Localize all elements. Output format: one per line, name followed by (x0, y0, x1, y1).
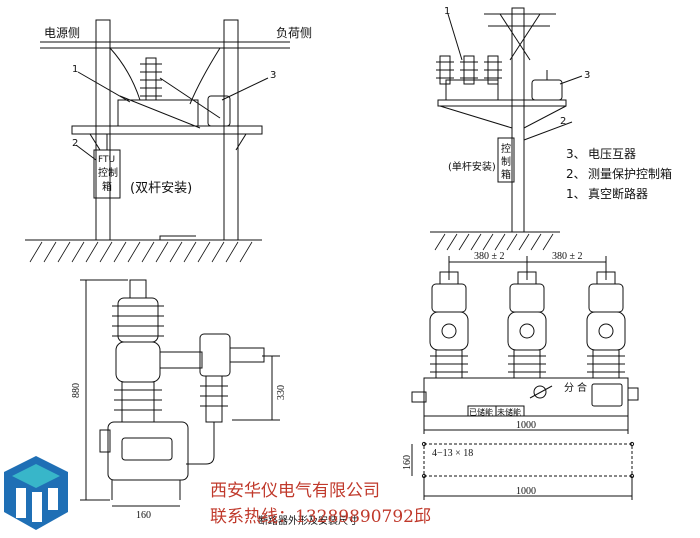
legend-3-text: 电压互器 (588, 147, 636, 161)
left-pole (95, 19, 111, 241)
stored-label: 已储能 (469, 407, 493, 417)
watermark-hotline: 联系热线：13289890792邱 (210, 507, 431, 527)
company-logo (4, 456, 68, 530)
right-pole (223, 19, 239, 241)
callout-3: 3 (270, 70, 276, 81)
close-label: 合 (577, 381, 587, 394)
insulator-stack (140, 57, 162, 101)
spacing-left-dim: 380 ± 2 (474, 251, 505, 262)
single-pole-label: (单杆安装) (448, 160, 496, 173)
legend-1-num: 1、 (566, 187, 586, 201)
control-box-line1: 控 (501, 142, 511, 155)
legend-2-text: 测量保护控制箱 (588, 166, 672, 181)
callout-1: 1 (72, 64, 78, 75)
crossarm-right (437, 99, 567, 107)
single-pole-installation (430, 7, 583, 251)
arm-dim: 330 (276, 385, 287, 400)
pole-a (429, 271, 469, 379)
base-dim: 160 (136, 510, 151, 521)
source-side-label: 电源侧 (44, 26, 80, 40)
crossarm (71, 125, 263, 135)
breaker-body-right (445, 79, 499, 101)
legend-2-num: 2、 (566, 167, 586, 181)
mechanism-box (107, 421, 189, 481)
height-dim: 880 (71, 383, 82, 398)
width-dim: 1000 (516, 420, 536, 431)
control-box-right (497, 137, 515, 183)
control-box-line3: 箱 (501, 168, 511, 181)
unstored-label: 未储能 (497, 407, 521, 417)
ground-hatch (29, 241, 253, 263)
ftu-box-line2: 控制 (98, 166, 118, 179)
breaker-body (117, 99, 199, 127)
callout-3-right: 3 (584, 70, 590, 81)
ftu-box-line1: FTU (98, 155, 115, 165)
legend-3-num: 3、 (566, 147, 586, 161)
plan-depth-dim: 160 (402, 455, 413, 470)
pole-b (507, 271, 547, 379)
callout-2-right: 2 (560, 116, 566, 127)
load-side-label: 负荷侧 (276, 26, 312, 40)
plan-width-dim: 1000 (516, 486, 536, 497)
drawing-caption: 断路器外形及安装尺寸 (258, 514, 358, 527)
callout-1-right: 1 (444, 6, 450, 17)
holes-label: 4−13 × 18 (432, 448, 473, 459)
side-view (80, 279, 280, 507)
callout-2: 2 (72, 138, 78, 149)
pole-c (586, 271, 626, 379)
spacing-right-dim: 380 ± 2 (552, 251, 583, 262)
open-label: 分 (564, 382, 574, 394)
ftu-box-line3: 箱 (102, 180, 112, 193)
front-view (411, 256, 639, 500)
legend-1-text: 真空断路器 (588, 186, 648, 201)
voltage-transformer (207, 95, 231, 127)
double-pole-installation (25, 19, 290, 263)
double-pole-label: (双杆安装) (130, 181, 192, 196)
three-insulators (436, 55, 502, 85)
single-pole (511, 7, 525, 233)
voltage-transformer-right (531, 79, 563, 101)
watermark-company: 西安华仪电气有限公司 (210, 481, 380, 501)
control-box-line2: 制 (501, 155, 511, 168)
